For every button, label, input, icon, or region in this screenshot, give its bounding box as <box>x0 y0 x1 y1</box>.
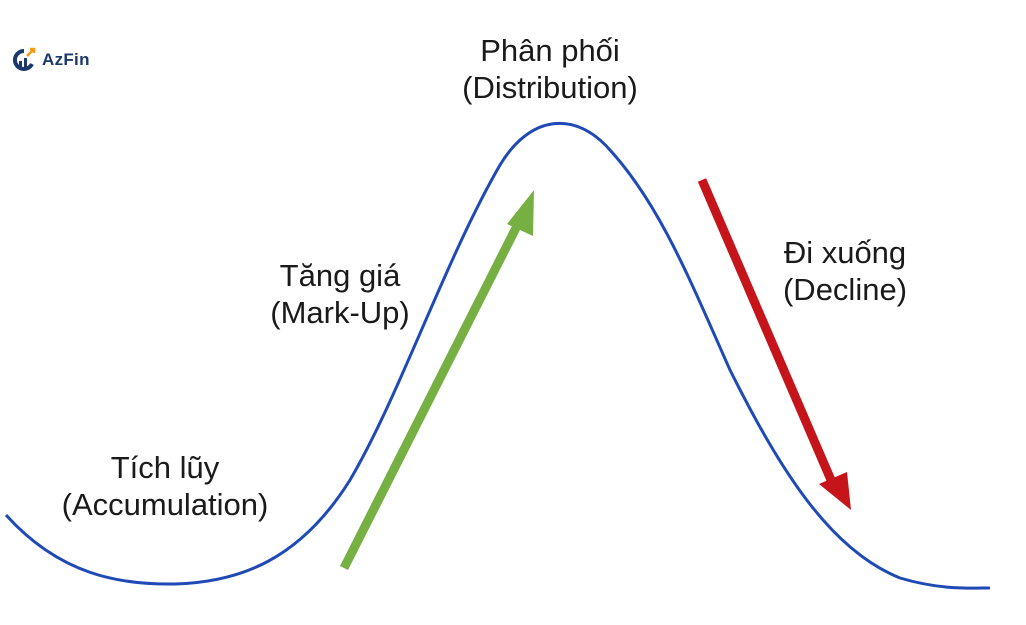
markup-label-en: (Mark-Up) <box>270 295 410 330</box>
logo-icon <box>12 47 36 71</box>
accumulation-label: Tích lũy (Accumulation) <box>40 449 290 523</box>
decline-label: Đi xuống (Decline) <box>760 234 930 308</box>
distribution-label-vi: Phân phối <box>480 33 620 68</box>
logo: AzFin <box>10 46 90 74</box>
accumulation-label-vi: Tích lũy <box>110 450 220 485</box>
markup-label: Tăng giá (Mark-Up) <box>250 257 430 331</box>
decline-arrow <box>697 178 851 510</box>
markup-arrow <box>339 190 534 571</box>
markup-label-vi: Tăng giá <box>279 258 401 293</box>
decline-label-vi: Đi xuống <box>783 235 907 270</box>
distribution-label-en: (Distribution) <box>462 70 638 105</box>
logo-text: AzFin <box>42 50 90 69</box>
decline-label-en: (Decline) <box>782 272 908 307</box>
distribution-label: Phân phối (Distribution) <box>440 32 660 106</box>
market-cycle-curve <box>4 121 991 590</box>
accumulation-label-en: (Accumulation) <box>61 487 269 522</box>
